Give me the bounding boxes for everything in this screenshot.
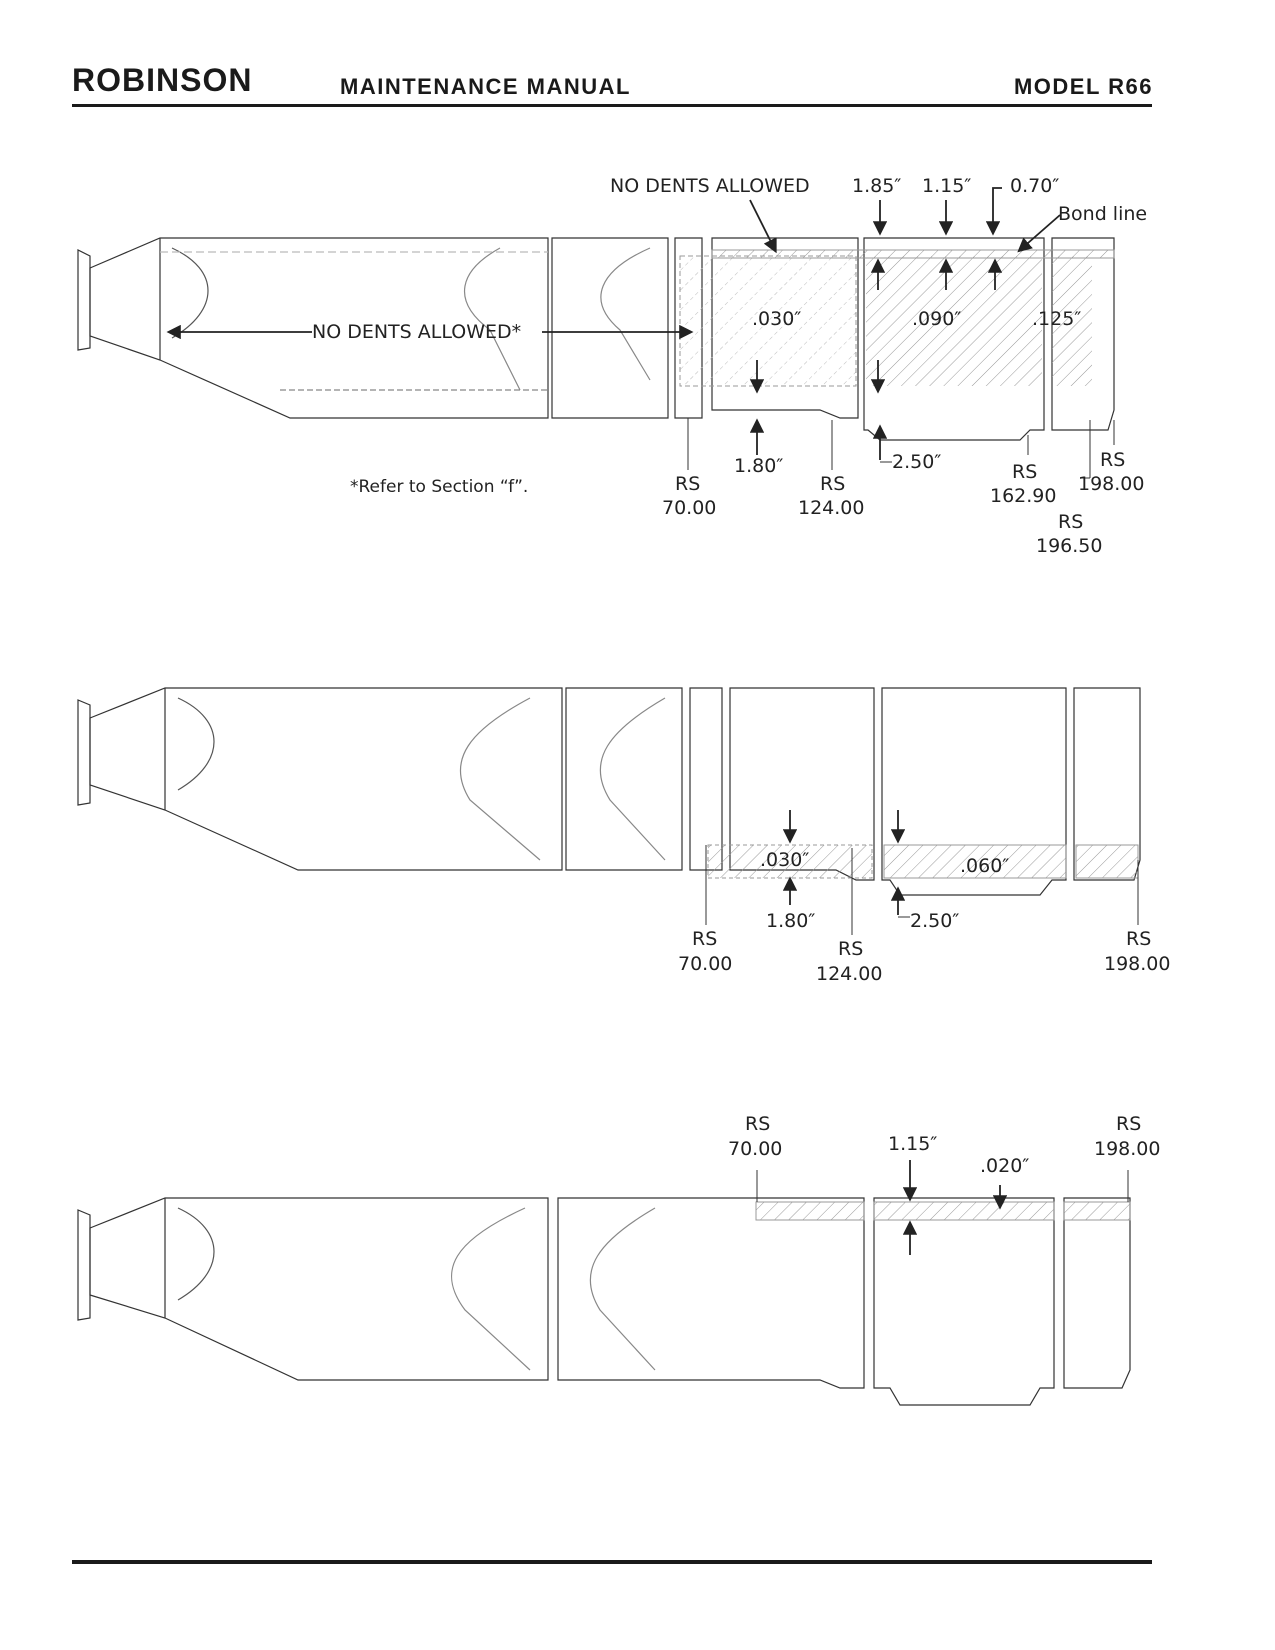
bond-strip	[711, 249, 1115, 259]
dim-2-50: 2.50″	[892, 451, 941, 473]
rs-70: 70.00	[662, 497, 716, 519]
thk-030: .030″	[752, 308, 801, 330]
brand-title: ROBINSON	[72, 62, 253, 98]
hatch-zone-125	[1052, 256, 1092, 386]
rs-162-90: 162.90	[990, 485, 1056, 507]
hatch-zone-030	[707, 844, 873, 879]
rs-label: RS	[1100, 449, 1125, 471]
rs-label: RS	[838, 938, 863, 960]
rs-label: RS	[1116, 1113, 1141, 1135]
hatch-zone-090	[866, 256, 1042, 386]
dim-1-80: 1.80″	[766, 910, 815, 932]
thk-125: .125″	[1032, 308, 1081, 330]
figure-1-dent-limits: NO DENTS ALLOWED 1.85″ 1.15″ 0.70″ Bond …	[77, 175, 1147, 557]
rs-124: 124.00	[798, 497, 864, 519]
thk-020: .020″	[980, 1155, 1029, 1177]
header-rule	[72, 104, 1152, 107]
rs-label: RS	[675, 473, 700, 495]
rs-124: 124.00	[816, 963, 882, 985]
rs-label: RS	[1126, 928, 1151, 950]
thk-090: .090″	[912, 308, 961, 330]
rs-198: 198.00	[1104, 953, 1170, 975]
thk-060: .060″	[960, 855, 1009, 877]
rs-label: RS	[1012, 461, 1037, 483]
rs-196-50: 196.50	[1036, 535, 1102, 557]
rs-70: 70.00	[728, 1138, 782, 1160]
rs-label: RS	[692, 928, 717, 950]
rs-label: RS	[820, 473, 845, 495]
rs-198: 198.00	[1078, 473, 1144, 495]
dim-1-85: 1.85″	[852, 175, 901, 197]
model-title: MODEL R66	[1013, 74, 1153, 99]
dim-1-80: 1.80″	[734, 455, 783, 477]
rs-70: 70.00	[678, 953, 732, 975]
thk-030: .030″	[760, 849, 809, 871]
hatch-zone-030	[679, 255, 857, 387]
manual-title: MAINTENANCE MANUAL	[340, 74, 631, 99]
flange-shape	[77, 249, 91, 351]
rs-label: RS	[745, 1113, 770, 1135]
dim-1-15: 1.15″	[888, 1133, 937, 1155]
rs-198: 198.00	[1094, 1138, 1160, 1160]
label-bond-line: Bond line	[1058, 203, 1147, 225]
rs-label: RS	[1058, 511, 1083, 533]
footer-rule	[72, 1560, 1152, 1564]
dim-0-70: 0.70″	[1010, 175, 1059, 197]
figure-3-dent-limits: RS 70.00 RS 198.00 1.15″ .020″	[77, 1113, 1160, 1406]
dim-2-50: 2.50″	[910, 910, 959, 932]
hatch-zone-060	[883, 844, 1067, 879]
figure-2-dent-limits: .030″ .060″ 1.80″ 2.50″ RS 70.00 RS 124.…	[77, 687, 1170, 985]
dim-1-15: 1.15″	[922, 175, 971, 197]
footnote: *Refer to Section “f”.	[350, 477, 528, 497]
label-no-dents-top: NO DENTS ALLOWED	[610, 175, 810, 197]
label-no-dents-center: NO DENTS ALLOWED*	[312, 321, 521, 343]
